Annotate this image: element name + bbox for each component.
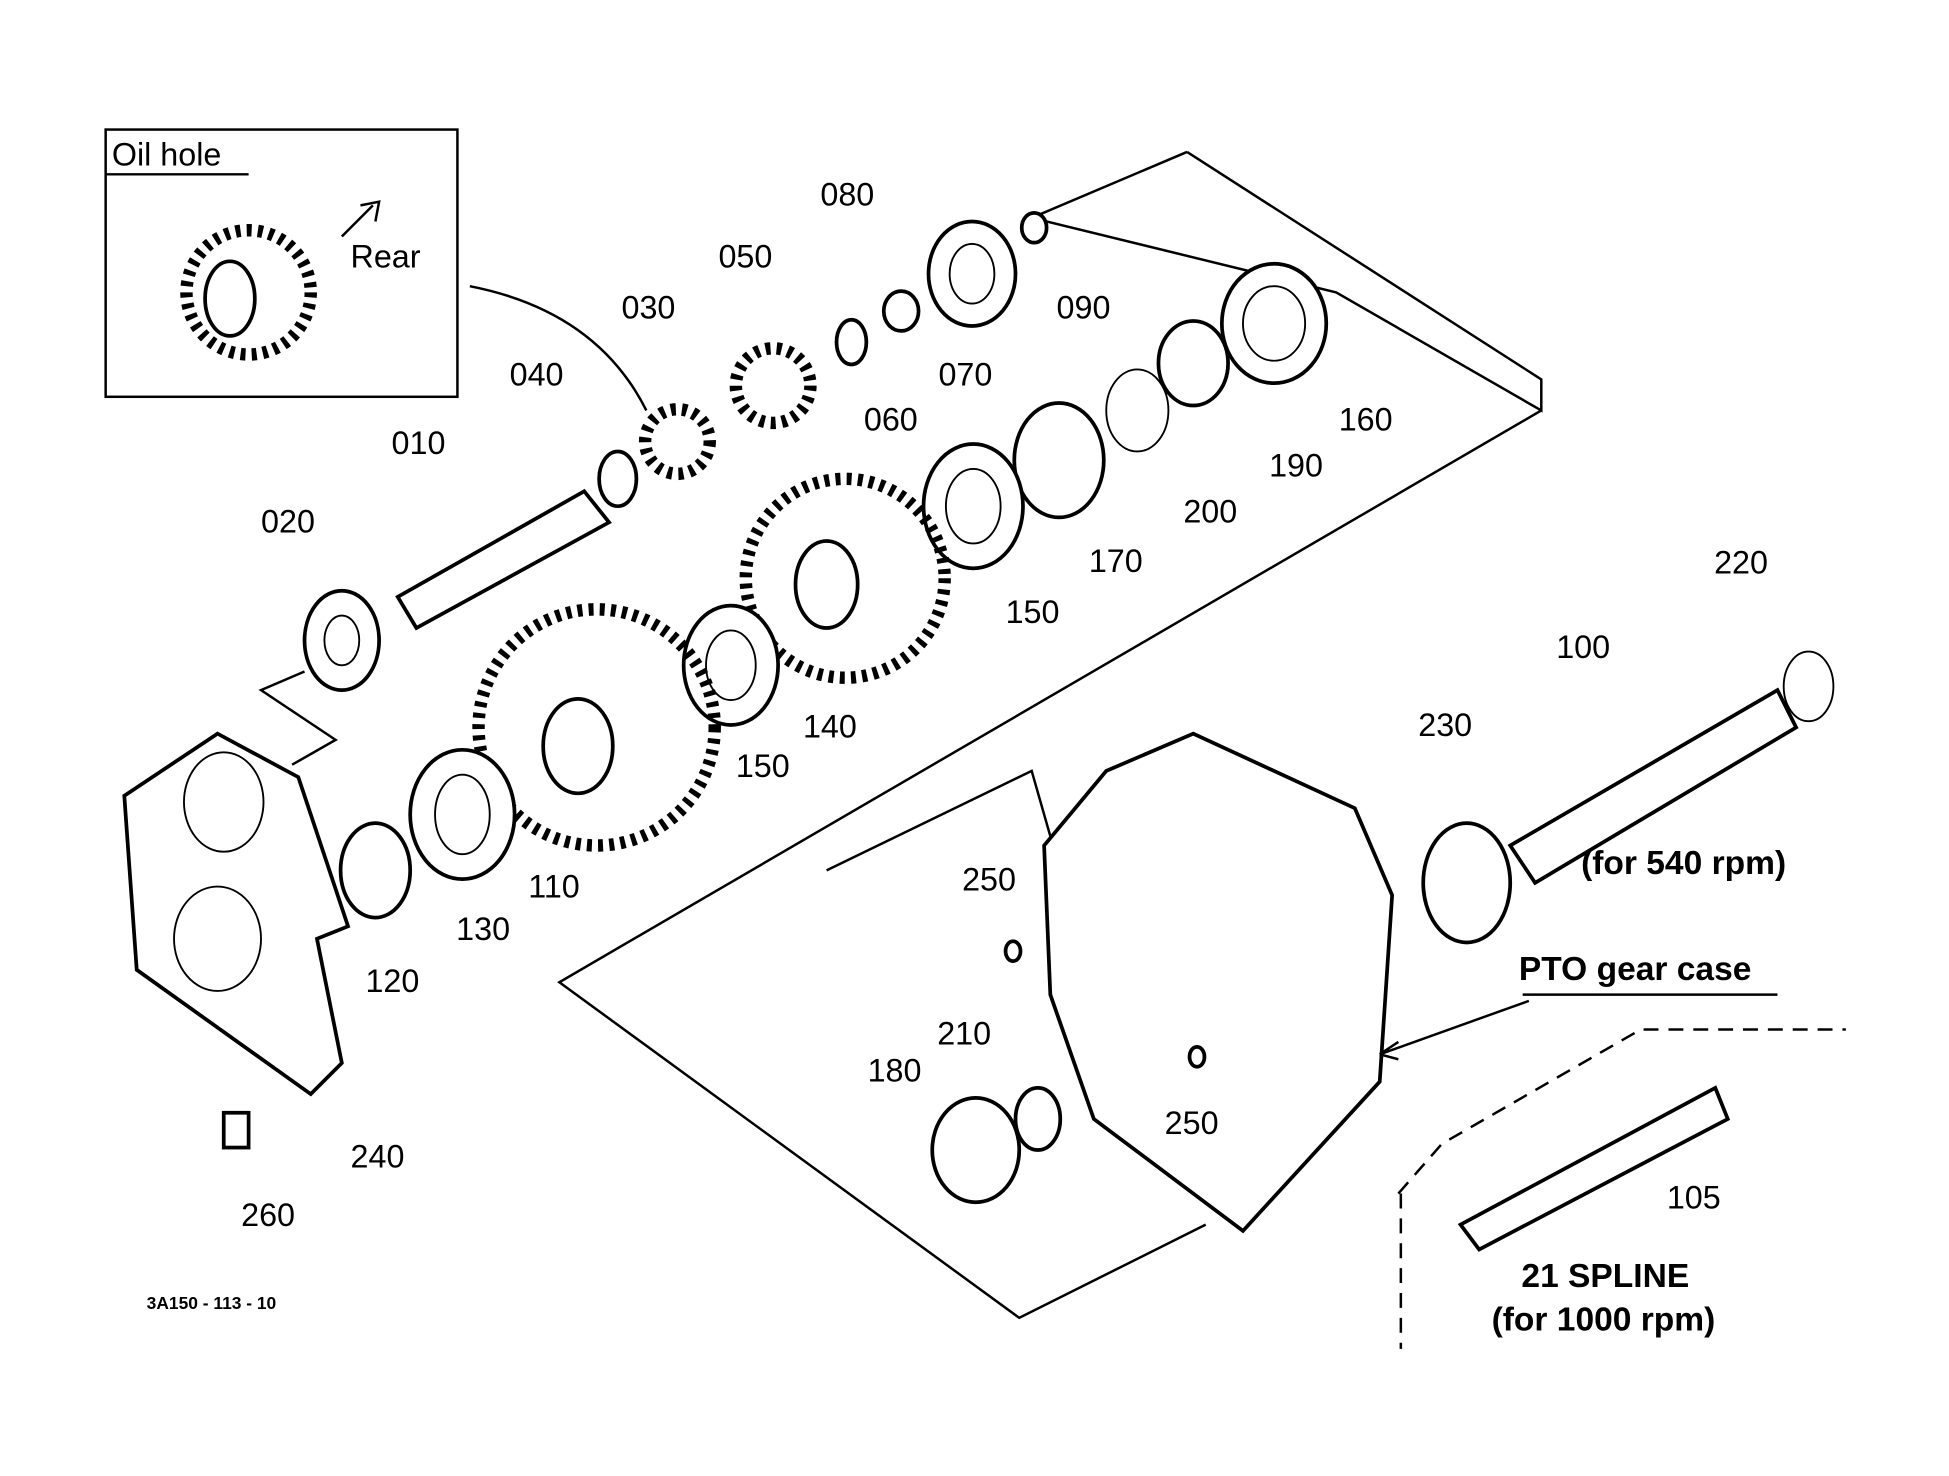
curved-arrow-icon [469, 284, 648, 412]
drawing-number: 3A150 - 113 - 10 [147, 1293, 277, 1313]
plate-170 [1012, 401, 1106, 520]
label-050: 050 [718, 239, 772, 275]
seal-180 [930, 1095, 1022, 1205]
pto-gear-case [1042, 731, 1395, 1234]
bearing-020 [302, 588, 381, 693]
label-100: 100 [1556, 629, 1610, 665]
bearing-070 [926, 219, 1018, 328]
shaft-010 [395, 488, 612, 631]
rear-arrow-icon [340, 200, 381, 238]
bearing-160 [1219, 261, 1329, 385]
label-160: 160 [1339, 401, 1393, 437]
label-030: 030 [621, 289, 675, 325]
label-170: 170 [1089, 543, 1143, 579]
label-010: 010 [392, 425, 446, 461]
collar-040 [597, 449, 639, 509]
label-250-lower: 250 [1165, 1105, 1219, 1141]
gear-case-arrow-icon [1379, 999, 1530, 1061]
part-labels: 080 050 030 040 010 020 090 070 060 160 … [241, 176, 1768, 1232]
note-540-rpm: (for 540 rpm) [1581, 845, 1786, 882]
ring-190 [1156, 319, 1230, 408]
label-190: 190 [1269, 447, 1323, 483]
label-090: 090 [1057, 289, 1111, 325]
case-window-outline [826, 769, 1058, 872]
label-240: 240 [351, 1138, 405, 1174]
note-1000-rpm: (for 1000 rpm) [1492, 1301, 1716, 1338]
note-21-spline: 21 SPLINE [1521, 1258, 1689, 1295]
label-040: 040 [510, 357, 564, 393]
shaft-100 [1507, 687, 1799, 886]
bush-080 [881, 289, 921, 333]
gear-140 [739, 472, 951, 684]
snap-ring-220 [1782, 650, 1835, 723]
pin-250a [1003, 939, 1023, 963]
label-120: 120 [365, 963, 419, 999]
label-150-upper: 150 [1006, 594, 1060, 630]
bearing-120 [338, 821, 413, 920]
assembly-outline [1027, 150, 1543, 413]
oil-hole-inset: Oil hole Rear [104, 128, 459, 399]
label-250-upper: 250 [962, 861, 1016, 897]
assembly-outline-lower [557, 409, 1542, 1320]
housing-240 [122, 731, 351, 1097]
inset-gear-icon [180, 224, 317, 361]
shaft-105 [1457, 1085, 1731, 1252]
seal-230 [1421, 821, 1513, 945]
label-020: 020 [261, 503, 315, 539]
assembly-outline-left [258, 670, 338, 766]
label-210: 210 [937, 1015, 991, 1051]
bearing-130 [408, 747, 517, 881]
note-pto-gear-case: PTO gear case [1519, 951, 1752, 988]
inset-title: Oil hole [112, 137, 222, 173]
label-070: 070 [938, 357, 992, 393]
bearing-150b [681, 603, 780, 727]
bolt-260 [221, 1110, 251, 1150]
label-200: 200 [1183, 493, 1237, 529]
label-110: 110 [528, 869, 580, 905]
bearing-150 [921, 442, 1025, 571]
label-080: 080 [820, 176, 874, 212]
label-150-lower: 150 [736, 748, 790, 784]
label-105: 105 [1667, 1179, 1721, 1215]
washer-060 [834, 317, 869, 367]
label-230: 230 [1418, 707, 1472, 743]
pin-250b [1187, 1045, 1207, 1069]
label-260: 260 [241, 1197, 295, 1233]
spline-option-outline [1397, 1028, 1846, 1195]
part-shapes [122, 210, 1846, 1349]
label-220: 220 [1714, 544, 1768, 580]
oring-210 [1013, 1086, 1063, 1152]
label-060: 060 [864, 401, 918, 437]
label-180: 180 [868, 1053, 922, 1089]
snap-ring-200 [1105, 368, 1170, 453]
gear-050 [729, 342, 817, 430]
label-140: 140 [803, 708, 857, 744]
gear-030 [638, 403, 716, 481]
nut-090 [1019, 210, 1049, 245]
gear-110 [472, 603, 721, 852]
inset-direction: Rear [351, 239, 421, 275]
label-130: 130 [456, 911, 510, 947]
